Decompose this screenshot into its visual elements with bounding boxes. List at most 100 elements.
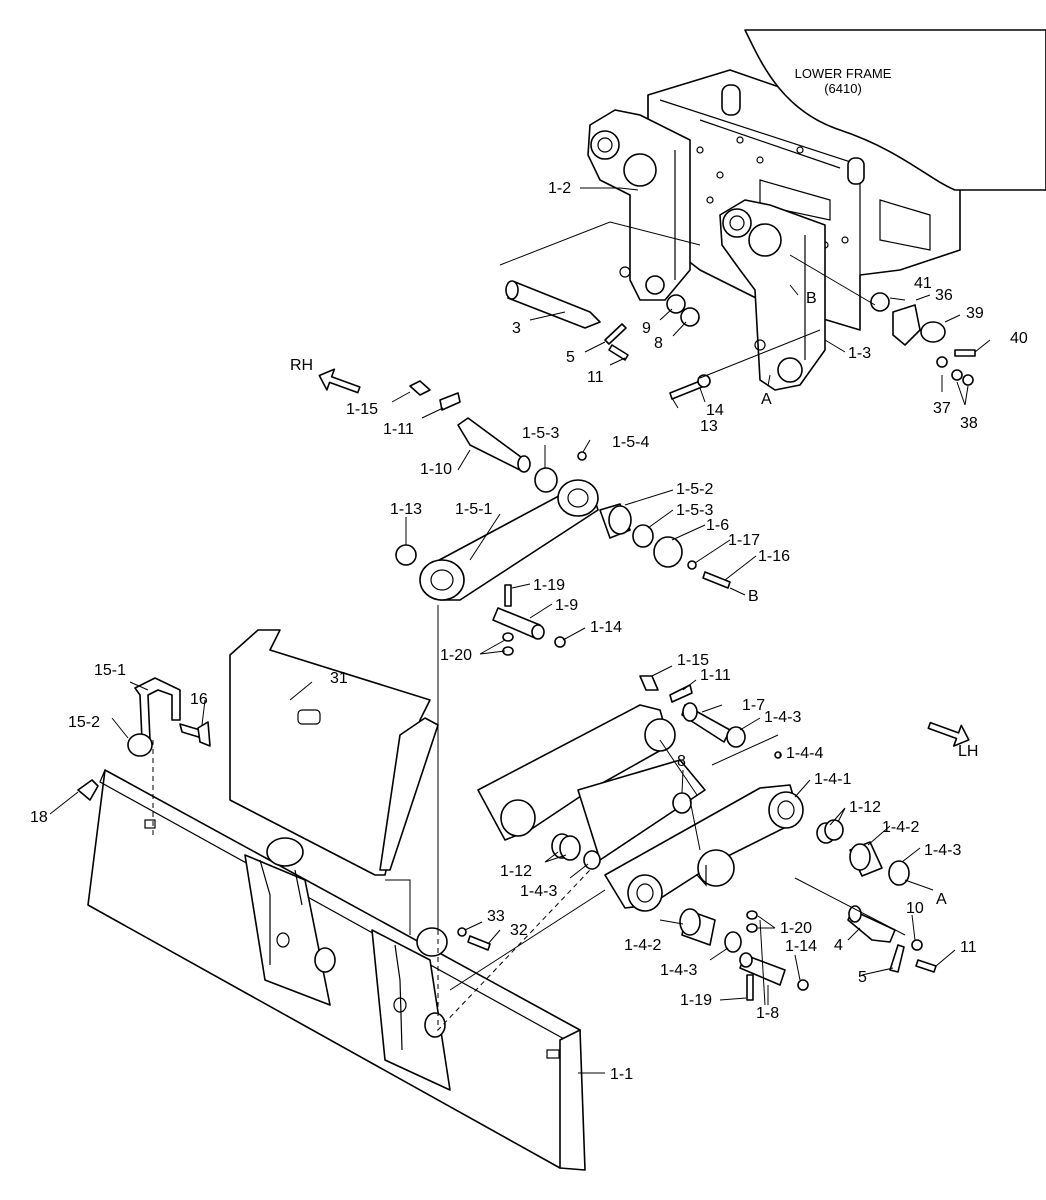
callout-5: 5 — [566, 349, 575, 366]
callout-8: 8 — [654, 335, 663, 352]
callout-37: 37 — [933, 400, 951, 417]
ring-1-5-3-a — [534, 467, 558, 493]
washer-8-top — [680, 307, 700, 327]
callout-1-17: 1-17 — [728, 532, 760, 549]
callout-1-14b: 1-14 — [785, 938, 817, 955]
bolt-1-19-a — [504, 584, 512, 607]
knob-15-2 — [127, 733, 153, 757]
frame-code: (6410) — [824, 81, 862, 96]
blade-1-1 — [87, 769, 586, 1171]
plate-5-lower — [889, 944, 905, 973]
ring-1-4-3-b — [888, 860, 910, 886]
frame-boss — [721, 84, 741, 116]
callout-39: 39 — [966, 305, 984, 322]
callout-11b: 11 — [960, 939, 977, 956]
nut-38b — [962, 374, 974, 386]
bolt-13 — [669, 380, 703, 400]
connection-lines — [49, 605, 956, 1074]
washer-33 — [457, 927, 467, 937]
plate-1-6 — [653, 536, 683, 568]
leaders-top — [499, 187, 991, 409]
washer-9 — [666, 294, 686, 314]
callout-36: 36 — [935, 287, 953, 304]
callout-1-5-2: 1-5-2 — [676, 481, 713, 498]
handle-15-1 — [134, 677, 181, 741]
callout-1-19: 1-19 — [533, 577, 565, 594]
callout-1-4-2b: 1-4-2 — [624, 937, 661, 954]
bushing-1-5-2 — [599, 503, 632, 539]
ring-1-12-d — [559, 835, 581, 861]
lh-label: LH — [958, 743, 978, 760]
washer-39 — [920, 321, 946, 343]
callout-1-4-3: 1-4-3 — [764, 709, 801, 726]
callout-1-19b: 1-19 — [680, 992, 712, 1009]
callout-1-12b: 1-12 — [500, 863, 532, 880]
callout-1-13: 1-13 — [390, 501, 422, 518]
callout-1-4-3c: 1-4-3 — [520, 883, 557, 900]
callout-16: 16 — [190, 691, 208, 708]
callout-41: 41 — [914, 275, 932, 292]
lh-direction-arrow — [927, 721, 970, 747]
callout-13: 13 — [700, 418, 718, 435]
callout-31: 31 — [330, 670, 348, 687]
frame-boss — [847, 157, 865, 185]
callout-1-15: 1-15 — [346, 401, 378, 418]
bolt-1-15-a — [409, 380, 431, 396]
callout-1-4-1: 1-4-1 — [814, 771, 851, 788]
washer-37 — [936, 356, 948, 368]
callout-1-20: 1-20 — [440, 647, 472, 664]
fitting-1-14-b — [797, 979, 809, 991]
callout-B: B — [806, 290, 817, 307]
callout-8b: 8 — [677, 753, 686, 770]
callout-1-6: 1-6 — [706, 517, 729, 534]
callout-32: 32 — [510, 922, 528, 939]
callout-1-5-3: 1-5-3 — [522, 425, 559, 442]
callout-1-4-4: 1-4-4 — [786, 745, 823, 762]
ring-1-4-3-c — [583, 850, 601, 870]
ring-1-4-3-a — [726, 726, 746, 748]
callout-1-1: 1-1 — [610, 1066, 633, 1083]
callout-1-5-3b: 1-5-3 — [676, 502, 713, 519]
ring-1-5-3-b — [632, 524, 654, 548]
pin-1-9 — [492, 607, 545, 640]
nut-1-20-d — [746, 923, 758, 933]
callout-1-8: 1-8 — [756, 1005, 779, 1022]
callout-5b: 5 — [858, 969, 867, 986]
callout-3: 3 — [512, 320, 521, 337]
callout-1-4-3b: 1-4-3 — [924, 842, 961, 859]
bolt-11-lower — [915, 959, 937, 973]
nut-1-20-c — [746, 910, 758, 920]
callout-11: 11 — [587, 369, 604, 386]
callout-1-10: 1-10 — [420, 461, 452, 478]
callout-40: 40 — [1010, 330, 1028, 347]
callout-38: 38 — [960, 415, 978, 432]
frame-1-4-1 — [477, 704, 804, 912]
callout-10: 10 — [906, 900, 924, 917]
link-1-5-1 — [419, 479, 599, 601]
callout-15-2: 15-2 — [68, 714, 100, 731]
rh-direction-arrow — [318, 368, 361, 394]
rh-label: RH — [290, 357, 313, 374]
plate-5-top — [604, 323, 627, 345]
callout-A-lower: A — [936, 891, 947, 908]
callout-A: A — [761, 391, 772, 408]
callout-15-1: 15-1 — [94, 662, 126, 679]
callout-1-9: 1-9 — [555, 597, 578, 614]
part-10 — [911, 939, 923, 951]
ring-1-13 — [395, 544, 417, 566]
callout-1-11b: 1-11 — [700, 667, 731, 684]
callout-labels: 1-2 3 5 11 9 8 B 1-3 A 14 13 41 36 39 40… — [30, 180, 1028, 1083]
bracket-1-2 — [587, 109, 691, 301]
bolt-1-16 — [702, 571, 731, 589]
bolt-40 — [954, 349, 976, 357]
nut-1-20-a — [502, 632, 514, 642]
callout-33: 33 — [487, 908, 505, 925]
ring-1-4-3-d — [724, 931, 742, 953]
callout-1-3: 1-3 — [848, 345, 871, 362]
callout-1-20b: 1-20 — [780, 920, 812, 937]
pin-3 — [505, 280, 601, 329]
pin-1-7 — [681, 702, 731, 743]
callout-1-4-3d: 1-4-3 — [660, 962, 697, 979]
